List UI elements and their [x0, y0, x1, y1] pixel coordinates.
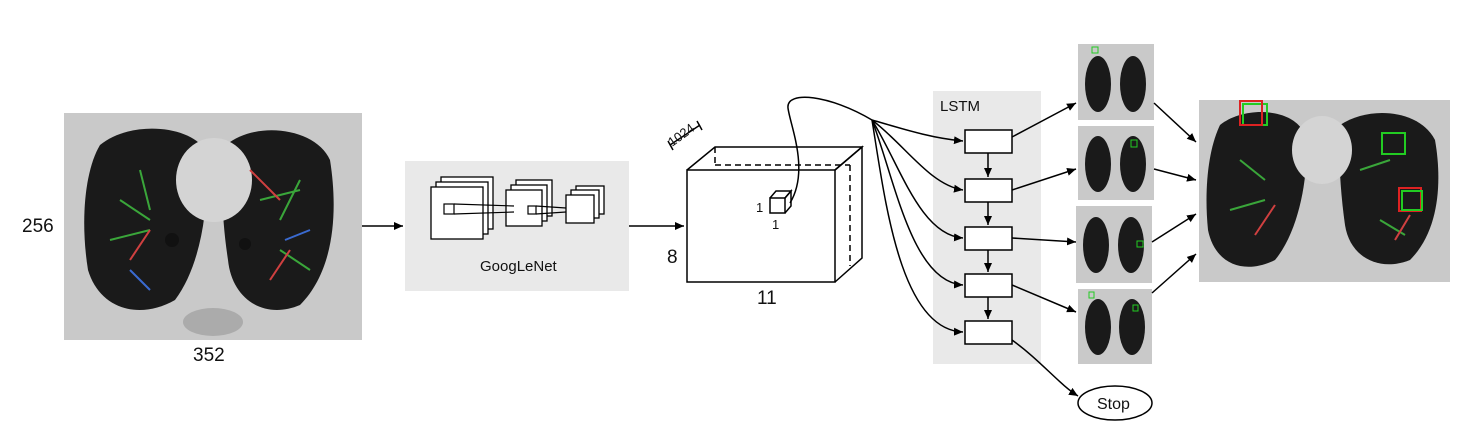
- thumb-to-output-arrows: [1151, 102, 1197, 294]
- fan-arrows: [871, 119, 964, 336]
- lstm-cell: [964, 226, 1013, 251]
- thumbnail: [1078, 289, 1152, 364]
- lstm-label: LSTM: [940, 98, 980, 115]
- lstm-cell: [964, 320, 1013, 345]
- feature-map-tensor: [667, 120, 865, 283]
- thumbnail: [1076, 206, 1152, 283]
- stop-label: Stop: [1097, 396, 1130, 413]
- stop-node: [1077, 385, 1153, 421]
- lstm-cell: [964, 129, 1013, 154]
- lstm-to-thumb-arrows: [1011, 102, 1077, 313]
- googlenet-label: GoogLeNet: [480, 258, 558, 275]
- input-ct-scan: [64, 113, 362, 340]
- googlenet-panel: GoogLeNet: [405, 161, 629, 291]
- arrow-to-stop: [1011, 339, 1079, 397]
- cell-label-b: 1: [772, 217, 779, 232]
- scan-height-label: 256: [22, 216, 54, 237]
- depth-label: 1024: [665, 120, 697, 149]
- scan-width-label: 352: [193, 345, 225, 366]
- lstm-cells: [964, 129, 1013, 345]
- detection-thumbnails: [1076, 44, 1154, 364]
- lstm-cell: [964, 273, 1013, 298]
- cell-label-a: 1: [756, 200, 763, 215]
- thumbnail: [1078, 44, 1154, 120]
- tensor-width-label: 11: [757, 288, 777, 309]
- lstm-cell: [964, 178, 1013, 203]
- feature-curve: [787, 96, 873, 204]
- tensor-height-label: 8: [667, 247, 678, 268]
- thumbnail: [1078, 126, 1154, 200]
- output-ct-scan: [1199, 100, 1450, 282]
